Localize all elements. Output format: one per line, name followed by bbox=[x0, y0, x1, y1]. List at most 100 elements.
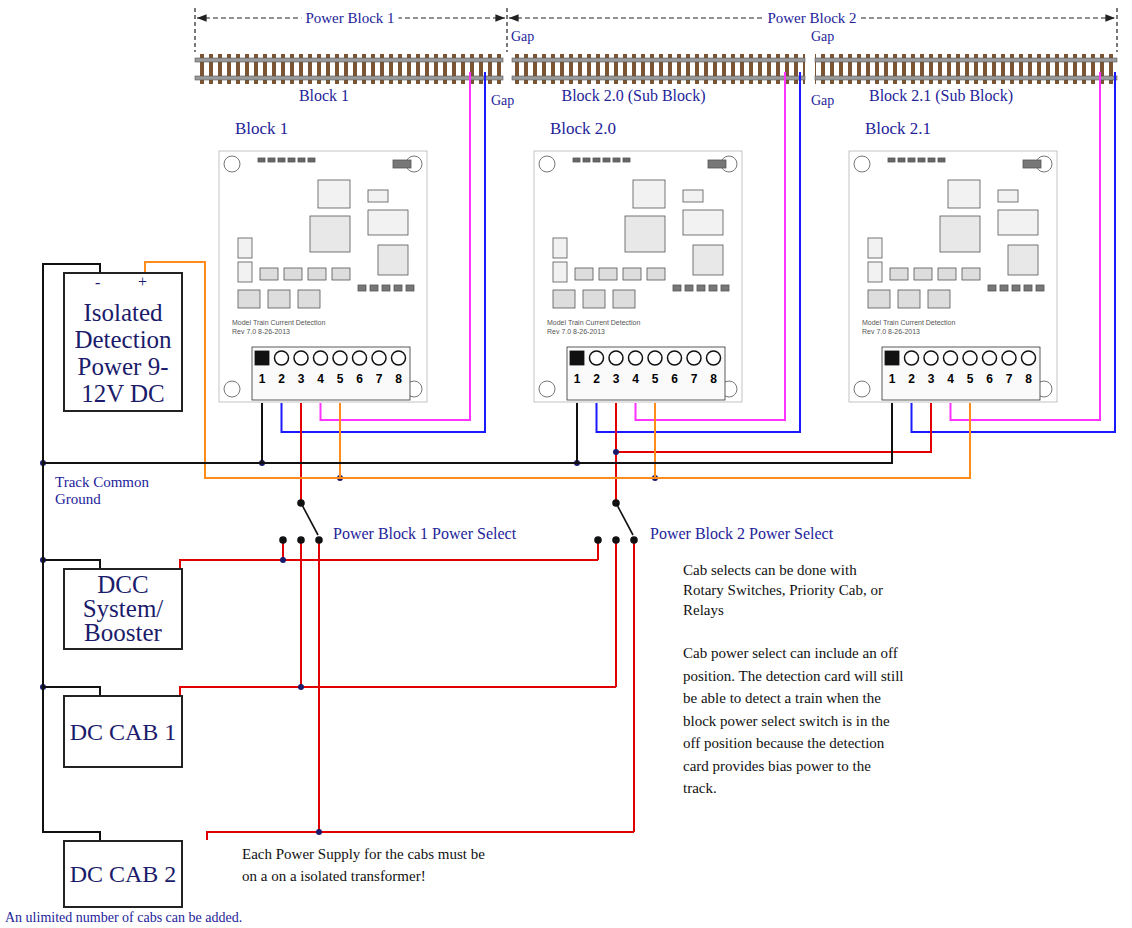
board-component bbox=[623, 268, 641, 280]
board-component bbox=[890, 268, 908, 280]
terminal-polarity: + bbox=[138, 272, 147, 291]
switch-label: Power Block 1 Power Select bbox=[333, 524, 516, 543]
board-component bbox=[693, 245, 723, 275]
detection-card: Block 2.0 bbox=[533, 118, 743, 403]
board-component bbox=[948, 180, 980, 208]
board-component bbox=[908, 158, 915, 162]
track-rails bbox=[512, 58, 805, 62]
silkscreen-text: Model Train Current Detection bbox=[232, 319, 325, 327]
track-rails bbox=[195, 58, 503, 62]
board-component bbox=[238, 290, 260, 308]
screw-terminal bbox=[590, 351, 604, 365]
board-component bbox=[318, 180, 350, 208]
power-select-switch bbox=[298, 537, 304, 543]
box-label: Isolated Detection Power 9-12V DC bbox=[68, 299, 178, 407]
board-component bbox=[697, 285, 705, 291]
power-block-bracket bbox=[1116, 8, 1117, 52]
board-component bbox=[368, 210, 408, 235]
board-component bbox=[583, 290, 605, 308]
power-select-switch bbox=[298, 500, 304, 506]
board-component bbox=[298, 290, 320, 308]
board-component bbox=[308, 268, 326, 280]
board-component bbox=[928, 290, 950, 308]
common-ground-wire bbox=[43, 403, 577, 695]
pin-number: 3 bbox=[607, 372, 625, 386]
screw-terminal bbox=[629, 351, 643, 365]
cab-power-wire bbox=[300, 543, 302, 687]
board-component bbox=[278, 158, 285, 162]
board-component bbox=[603, 158, 610, 162]
dcc-booster-box: DCC System/ Booster bbox=[63, 568, 183, 650]
track-rails bbox=[195, 54, 1117, 84]
box-label: DCC System/ Booster bbox=[68, 573, 178, 645]
board-component bbox=[534, 151, 742, 402]
common-ground-wire bbox=[43, 403, 577, 840]
gap-label: Gap bbox=[511, 28, 534, 45]
screw-terminal bbox=[648, 351, 662, 365]
board-component bbox=[284, 268, 302, 280]
power-block-label: Power Block 2 bbox=[763, 9, 860, 27]
board-component bbox=[378, 245, 408, 275]
board-component bbox=[382, 285, 390, 291]
track-rails bbox=[195, 76, 503, 80]
board-component bbox=[914, 268, 932, 280]
board-component bbox=[332, 268, 350, 280]
screw-terminal bbox=[1002, 351, 1016, 365]
board-component bbox=[683, 190, 703, 202]
board-component bbox=[573, 158, 580, 162]
power-block-label: Power Block 1 bbox=[301, 9, 398, 27]
board-component bbox=[849, 151, 1057, 402]
pin-number: 5 bbox=[646, 372, 664, 386]
screw-terminal bbox=[944, 351, 958, 365]
power-supply-box: Isolated Detection Power 9-12V DC bbox=[63, 272, 183, 412]
board-component bbox=[268, 158, 275, 162]
board-component bbox=[940, 216, 980, 252]
board-component bbox=[868, 238, 882, 258]
board-component bbox=[238, 262, 252, 282]
pin-number: 6 bbox=[666, 372, 684, 386]
track-label: Block 1 bbox=[195, 52, 503, 106]
pin-number: 4 bbox=[942, 372, 960, 386]
board-component bbox=[238, 238, 252, 258]
board-component bbox=[268, 290, 290, 308]
power-select-switch bbox=[613, 537, 619, 543]
board-component bbox=[938, 158, 945, 162]
silkscreen-text: Model Train Current Detection bbox=[862, 319, 955, 327]
board-component bbox=[570, 351, 584, 365]
power-select-switch bbox=[616, 503, 633, 535]
common-ground-wire bbox=[43, 403, 892, 568]
box-label: DC CAB 1 bbox=[70, 719, 177, 745]
board-component bbox=[685, 285, 693, 291]
pin-number: 2 bbox=[588, 372, 606, 386]
mounting-hole bbox=[224, 381, 240, 397]
gap-label: Gap bbox=[491, 92, 514, 109]
pin-number: 2 bbox=[273, 372, 291, 386]
track-feed-wire bbox=[1099, 72, 1101, 110]
cab-power-wire bbox=[300, 403, 302, 503]
board-component bbox=[255, 351, 269, 365]
screw-terminal bbox=[668, 351, 682, 365]
board-component bbox=[709, 285, 717, 291]
board-component bbox=[553, 262, 567, 282]
board-component bbox=[898, 290, 920, 308]
switch-label: Power Block 2 Power Select bbox=[650, 524, 833, 543]
track-rails bbox=[815, 76, 1117, 80]
board-component bbox=[358, 285, 366, 291]
board-component bbox=[721, 285, 729, 291]
board-component bbox=[888, 158, 895, 162]
cab-power-wire bbox=[207, 832, 634, 840]
track-rails bbox=[815, 54, 1117, 84]
track-rails bbox=[195, 54, 503, 84]
board-component bbox=[868, 290, 890, 308]
pin-number: 7 bbox=[1000, 372, 1018, 386]
board-component bbox=[647, 268, 665, 280]
note-text: Cab selects can be done with Rotary Swit… bbox=[683, 560, 898, 620]
track-rails bbox=[815, 58, 1117, 62]
circuit-board bbox=[848, 150, 1058, 403]
board-component bbox=[308, 158, 315, 162]
cab-power-wire bbox=[597, 543, 599, 560]
board-component bbox=[1036, 285, 1044, 291]
screw-terminal bbox=[372, 351, 386, 365]
detection-card: Block 1 bbox=[218, 118, 428, 403]
board-component bbox=[599, 268, 617, 280]
